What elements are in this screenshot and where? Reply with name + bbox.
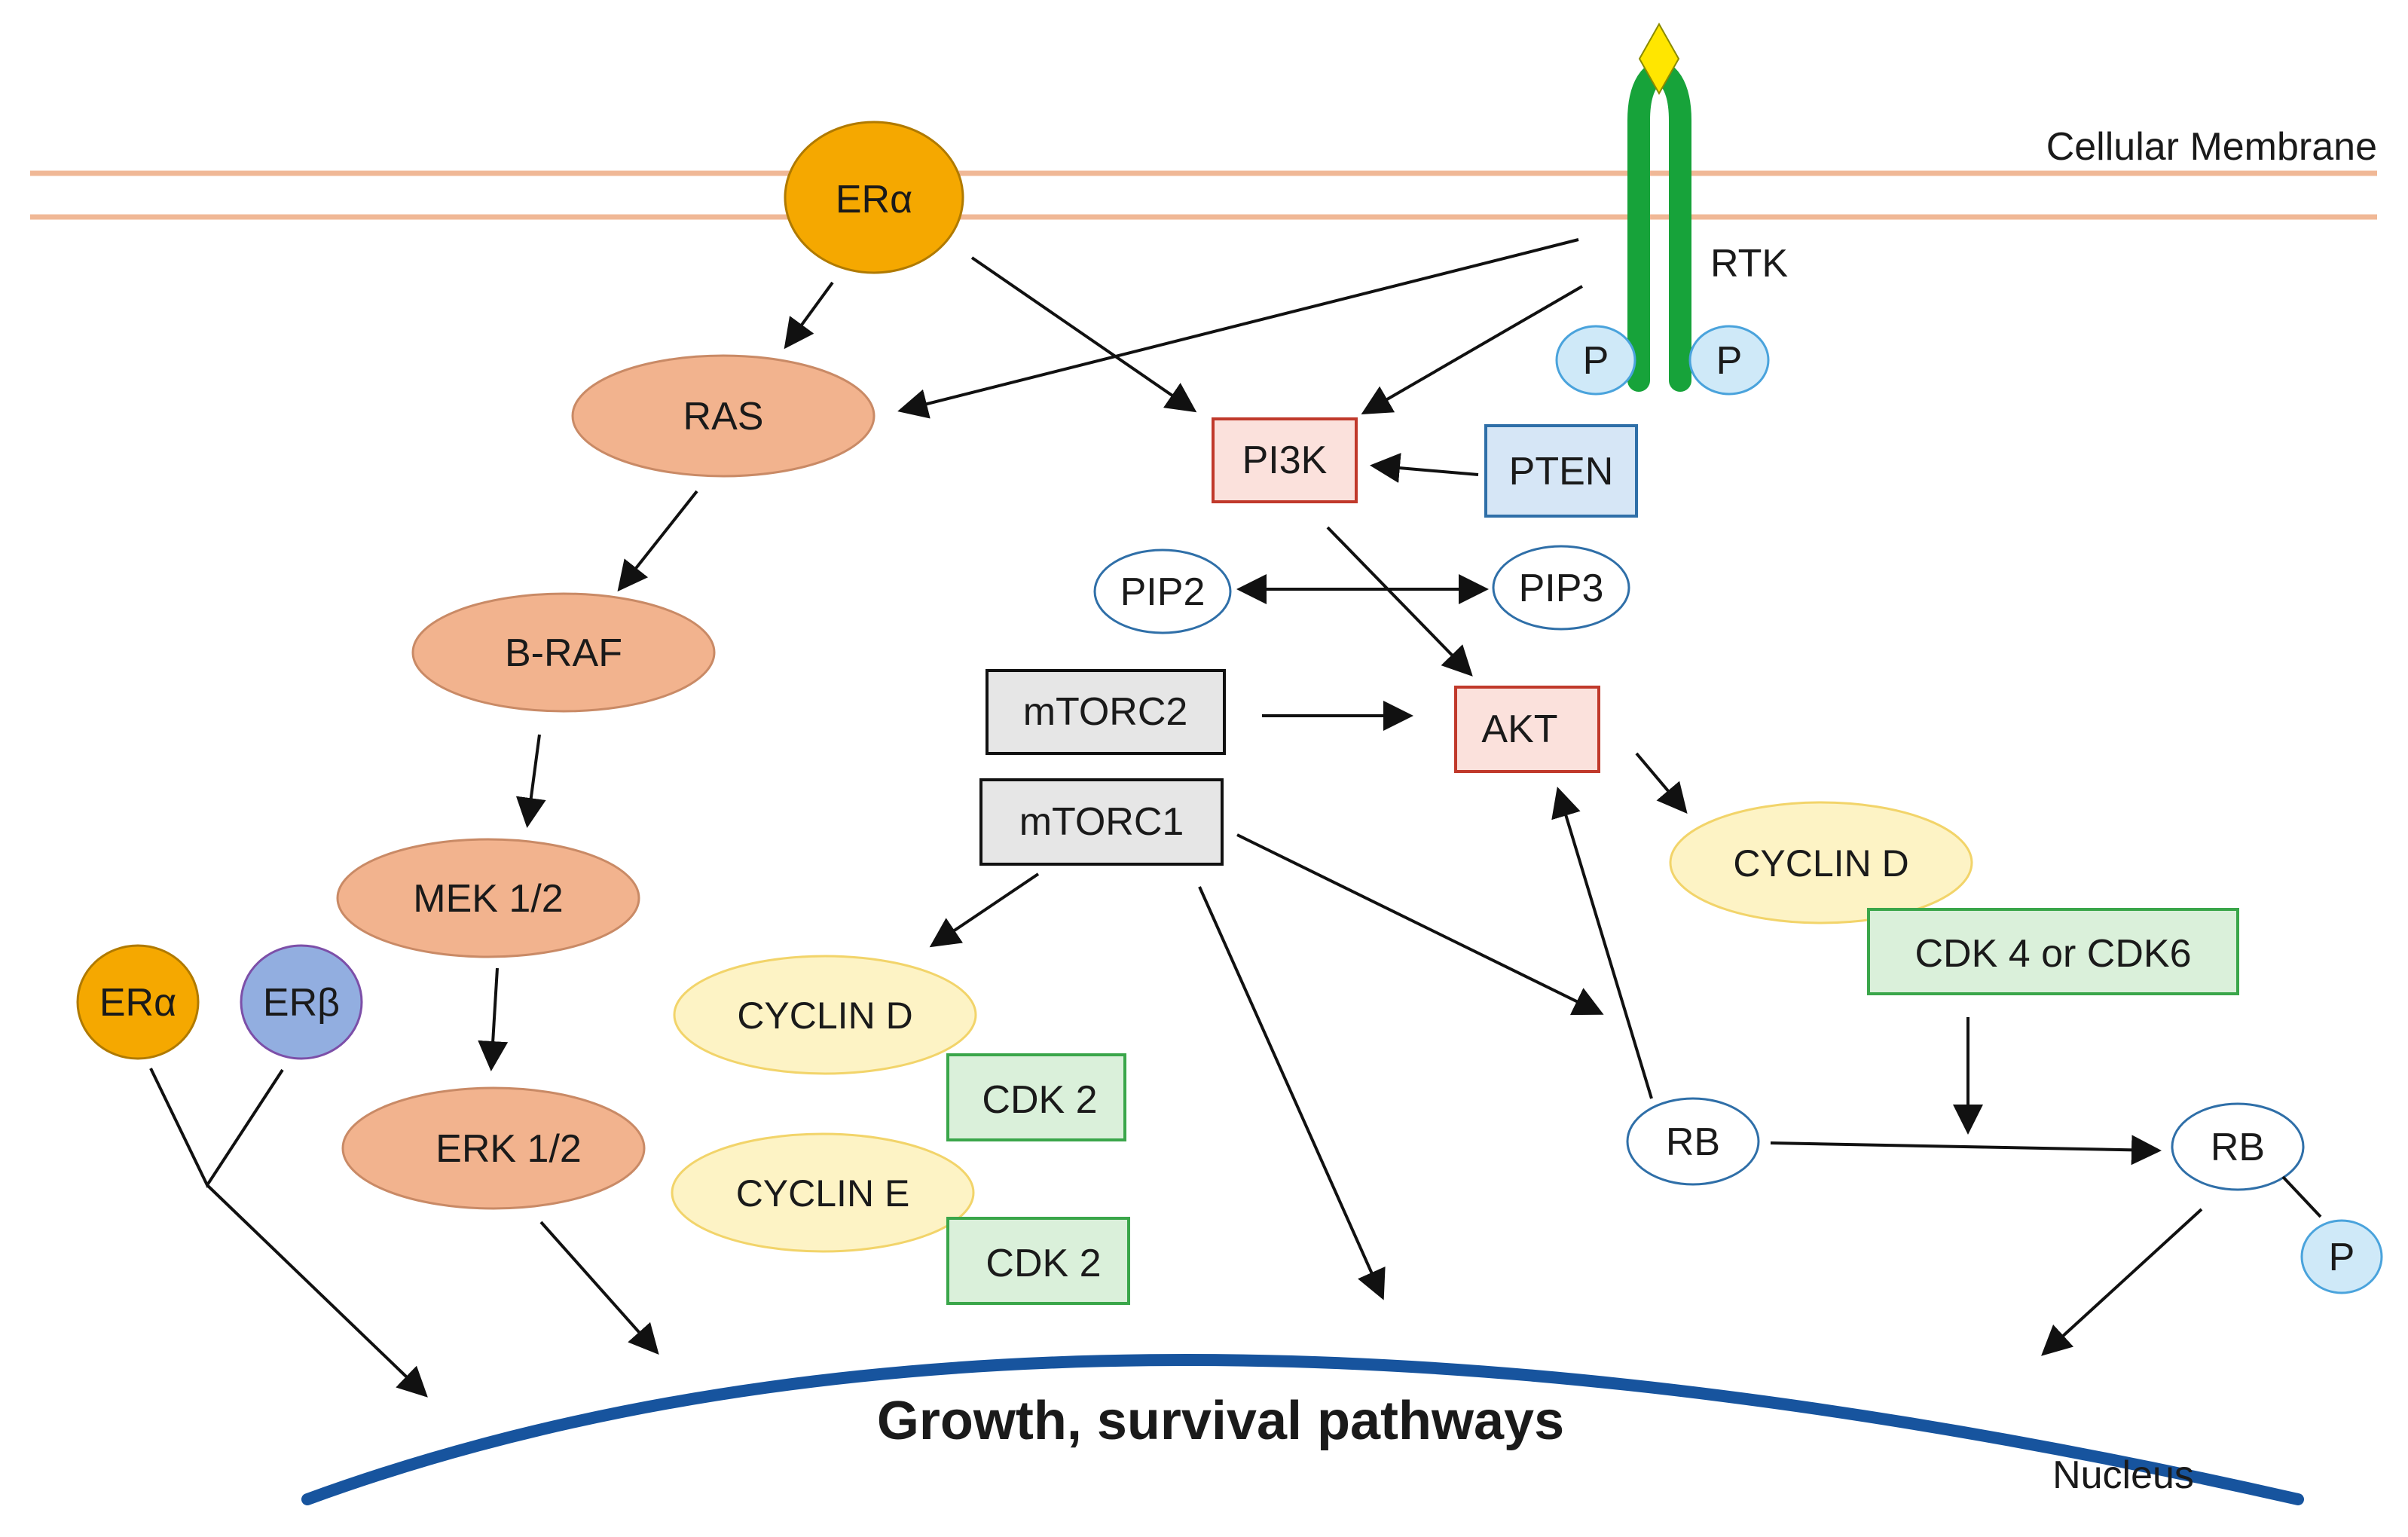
edge-rb-to-phospho-rb bbox=[1770, 1135, 2162, 1166]
edge-er-alpha-to-pi3k bbox=[970, 256, 1197, 413]
edge-phospho-rb-to-nucleus bbox=[2041, 1208, 2203, 1356]
rtk-phospho-right-label: P bbox=[1716, 339, 1743, 383]
pten-node bbox=[1484, 424, 1638, 518]
edge-rtk-to-pi3k bbox=[1361, 285, 1584, 415]
edge-mtorc1-to-cyclin-d bbox=[929, 872, 1040, 948]
mtorc1-node bbox=[979, 778, 1224, 866]
growth-pathways-label: Growth, survival pathways bbox=[877, 1391, 1564, 1451]
akt-node bbox=[1454, 686, 1600, 773]
cyclin-d-right-label: CYCLIN D bbox=[1733, 842, 1908, 885]
pten-label: PTEN bbox=[1509, 450, 1614, 493]
er-beta-node bbox=[240, 944, 363, 1060]
edge-erk-to-nucleus bbox=[539, 1221, 659, 1355]
edge-er-junction-to-nucleus bbox=[206, 1184, 428, 1398]
membrane-label: Cellular Membrane bbox=[2046, 125, 2377, 169]
ras-node bbox=[571, 354, 875, 478]
rb-phospho bbox=[2300, 1219, 2383, 1294]
rtk-label: RTK bbox=[1710, 242, 1788, 286]
rb-right-label: RB bbox=[2211, 1126, 2265, 1169]
cell-membrane bbox=[30, 170, 2377, 220]
rtk-phospho-left-label: P bbox=[1583, 339, 1609, 383]
er-beta-label: ERβ bbox=[263, 981, 340, 1025]
edge-mek-to-erk bbox=[478, 967, 509, 1071]
rb-left-label: RB bbox=[1666, 1120, 1720, 1164]
pip3-label: PIP3 bbox=[1519, 567, 1604, 610]
cdk4-or-cdk6-node bbox=[1867, 908, 2239, 995]
cdk2-b-node bbox=[946, 1217, 1130, 1305]
edge-er-pair-to-nucleus bbox=[149, 1068, 284, 1189]
ras-label: RAS bbox=[683, 395, 764, 438]
edge-rtk-to-ras bbox=[897, 238, 1579, 419]
pip3-node bbox=[1492, 545, 1630, 631]
cyclin-d-left-node bbox=[673, 955, 977, 1075]
edge-mtorc1-to-nucleus bbox=[1198, 886, 1386, 1300]
rb-right-node bbox=[2171, 1102, 2305, 1191]
pip2-node bbox=[1093, 548, 1232, 634]
rtk-phospho-left bbox=[1555, 325, 1636, 396]
edge-er-alpha-to-ras bbox=[784, 281, 834, 350]
rtk-receptor bbox=[1627, 22, 1691, 392]
edge-mtorc1-to-rb bbox=[1236, 833, 1604, 1016]
nucleus-envelope bbox=[301, 1354, 2304, 1505]
rb-left-node bbox=[1626, 1097, 1760, 1186]
rb-phospho-label: P bbox=[2329, 1236, 2355, 1279]
b-raf-label: B-RAF bbox=[505, 631, 622, 675]
mtorc2-label: mTORC2 bbox=[1023, 690, 1188, 734]
erk-label: ERK 1/2 bbox=[435, 1127, 582, 1171]
pip2-label: PIP2 bbox=[1120, 570, 1206, 614]
cdk2-a-label: CDK 2 bbox=[982, 1078, 1097, 1122]
edge-ras-to-braf bbox=[617, 490, 698, 592]
er-alpha-small-node bbox=[76, 944, 200, 1060]
cyclin-d-right-node bbox=[1669, 801, 1973, 924]
akt-label: AKT bbox=[1481, 707, 1557, 751]
cyclin-e-node bbox=[671, 1132, 975, 1253]
mtorc1-label: mTORC1 bbox=[1019, 800, 1184, 844]
edge-pten-to-pi3k bbox=[1370, 453, 1479, 484]
cdk2-a-node bbox=[946, 1053, 1126, 1141]
ligand-diamond bbox=[1638, 22, 1680, 96]
mek-label: MEK 1/2 bbox=[413, 877, 563, 921]
pi3k-node bbox=[1212, 417, 1358, 503]
pi3k-label: PI3K bbox=[1242, 438, 1328, 482]
edge-pi3k-to-akt bbox=[1326, 526, 1473, 677]
cdk2-b-label: CDK 2 bbox=[986, 1242, 1101, 1285]
erk-node bbox=[341, 1086, 646, 1210]
edge-rb-to-akt bbox=[1551, 787, 1653, 1099]
er-alpha-membrane-label: ERα bbox=[836, 178, 912, 222]
edge-akt-to-cyclin-d bbox=[1635, 752, 1688, 814]
cyclin-e-label: CYCLIN E bbox=[736, 1172, 910, 1215]
er-alpha-small-label: ERα bbox=[99, 981, 176, 1025]
er-alpha-membrane-node bbox=[784, 121, 964, 274]
mtorc2-node bbox=[986, 669, 1226, 755]
nucleus-label: Nucleus bbox=[2052, 1453, 2194, 1497]
b-raf-node bbox=[411, 592, 716, 713]
rb-phospho-bond bbox=[2281, 1175, 2322, 1218]
edge-braf-to-mek bbox=[515, 734, 546, 828]
rtk-phospho-right bbox=[1688, 325, 1770, 396]
cyclin-d-left-label: CYCLIN D bbox=[737, 995, 912, 1037]
pathway-edges bbox=[149, 238, 2203, 1398]
cdk4-or-cdk6-label: CDK 4 or CDK6 bbox=[1915, 932, 2192, 976]
mek-node bbox=[336, 838, 640, 958]
